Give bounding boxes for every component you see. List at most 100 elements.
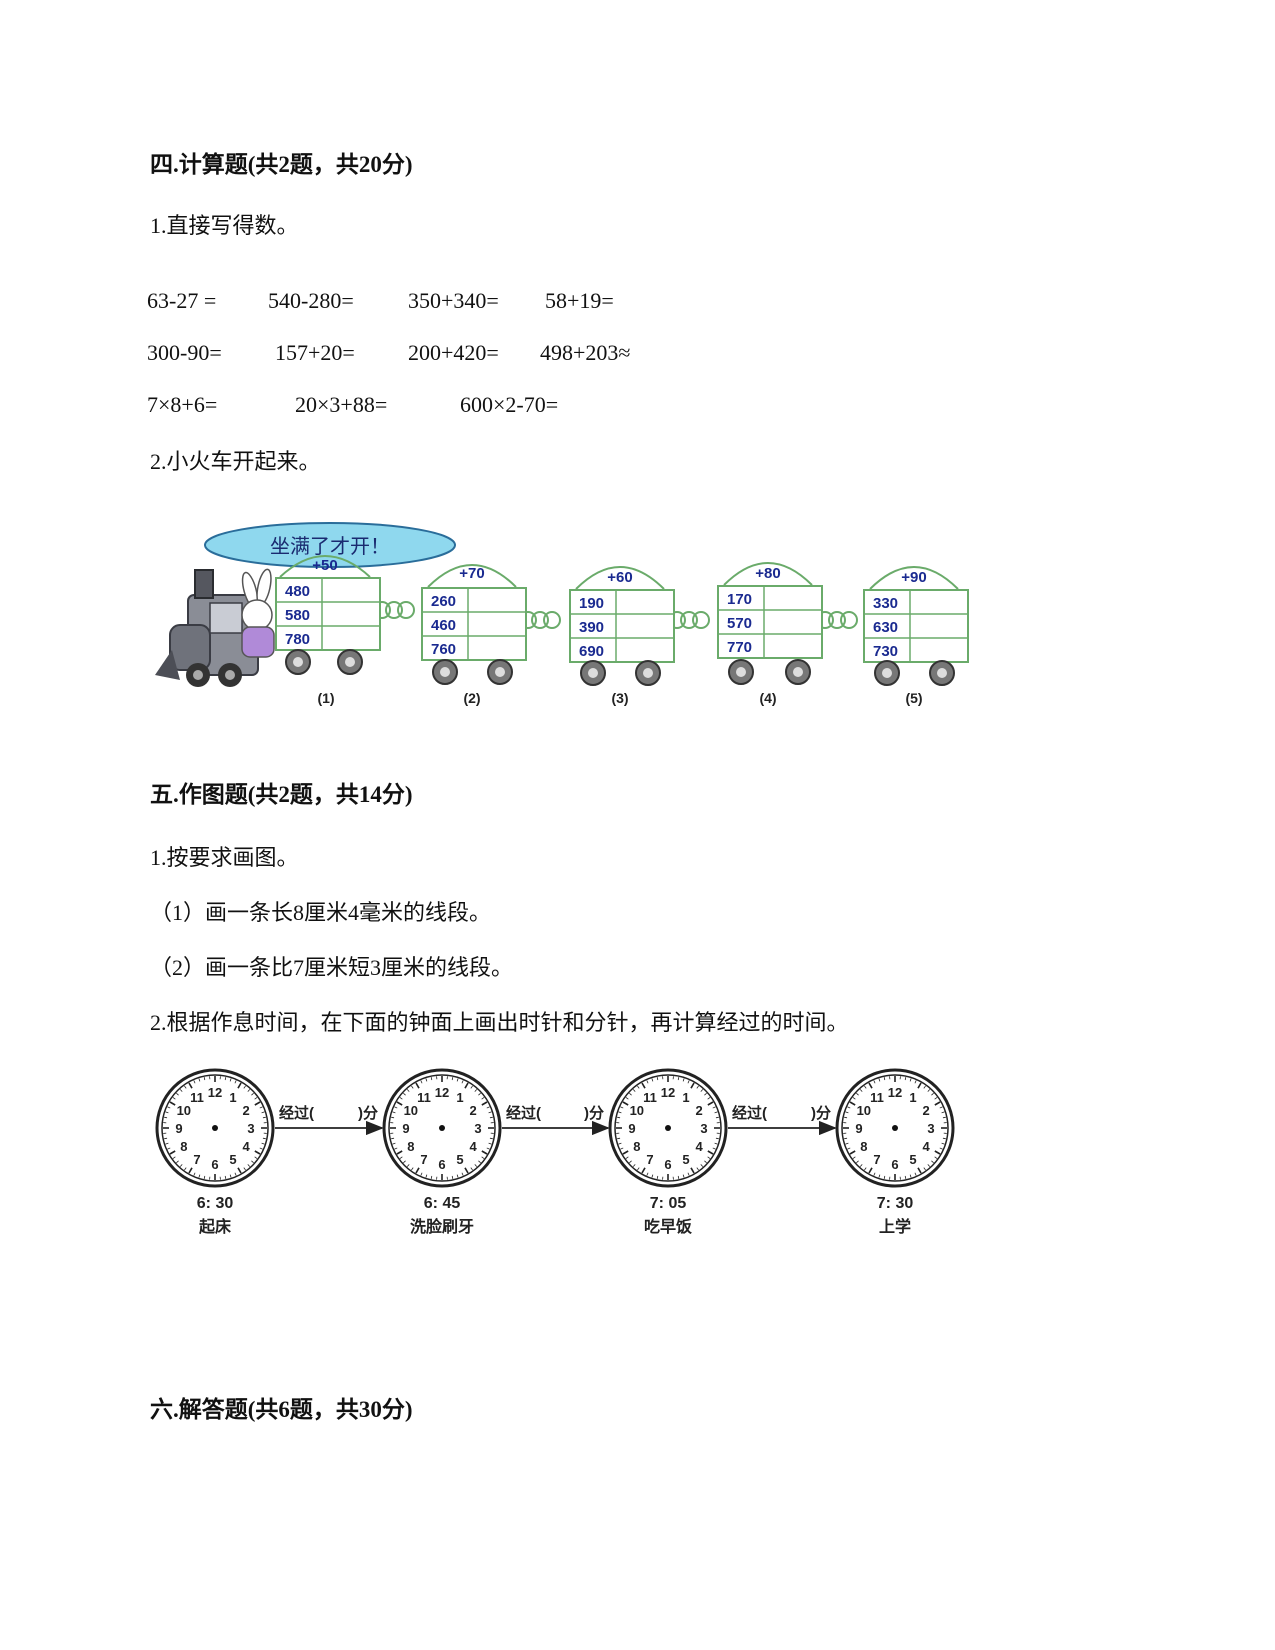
clock-tick — [254, 1156, 258, 1159]
calc-item: 20×3+88= — [295, 392, 388, 417]
clock-tick — [934, 1097, 938, 1100]
clock-tick — [420, 1172, 423, 1176]
car-value: 770 — [727, 639, 752, 656]
clock-tick — [939, 1106, 943, 1109]
clock-tick — [927, 1164, 931, 1167]
clock-tick — [415, 1167, 420, 1174]
clock-center-dot — [892, 1125, 898, 1131]
clock-tick — [169, 1101, 176, 1106]
clock-tick — [394, 1147, 398, 1150]
clock-time-label: 7: 05 — [650, 1195, 687, 1212]
clock-number: 12 — [208, 1085, 222, 1100]
clock-number: 8 — [407, 1139, 414, 1154]
clock-number: 1 — [682, 1090, 689, 1105]
clock-tick — [637, 1167, 640, 1171]
clock-tick — [909, 1078, 912, 1082]
clock-tick — [415, 1082, 420, 1089]
clock-tick — [451, 1077, 454, 1081]
clock-tick — [488, 1111, 492, 1114]
clock-rim — [161, 1074, 269, 1182]
clock-number: 4 — [470, 1139, 478, 1154]
clock-number: 9 — [402, 1121, 409, 1136]
clock-tick — [403, 1160, 406, 1164]
clock-number: 3 — [247, 1121, 254, 1136]
clock-tick — [188, 1082, 193, 1089]
elapsed-arrow: 经过()分 — [502, 1104, 610, 1136]
clock-tick — [403, 1092, 406, 1096]
clock-tick — [868, 1082, 873, 1089]
elapsed-label-left: 经过( — [732, 1104, 767, 1122]
clock-tick — [489, 1137, 493, 1140]
clock-tick — [712, 1147, 716, 1150]
clock-tick — [629, 1092, 632, 1096]
clock-tick — [254, 1097, 258, 1100]
calc-item: 540-280= — [268, 288, 354, 313]
car-value: 390 — [579, 619, 604, 636]
clock-tick — [637, 1085, 640, 1089]
clock-tick — [844, 1116, 848, 1119]
clock-tick — [942, 1137, 946, 1140]
clock-tick — [478, 1160, 481, 1164]
clock-tick — [247, 1089, 251, 1092]
clock-tick — [632, 1164, 636, 1167]
clock-number: 10 — [630, 1103, 644, 1118]
car-value: 460 — [431, 617, 456, 634]
clock-tick — [456, 1174, 459, 1178]
clock-number: 6 — [891, 1157, 898, 1172]
clock-time-label: 6: 30 — [197, 1195, 234, 1212]
clock-tick — [392, 1142, 396, 1145]
clock-tick — [844, 1137, 848, 1140]
clock-tick — [261, 1142, 265, 1145]
clock-tick — [682, 1078, 685, 1082]
clock-tick — [188, 1167, 193, 1174]
clock-rim — [841, 1074, 949, 1182]
clock-tick — [625, 1097, 629, 1100]
clock-tick — [399, 1156, 403, 1159]
clock-tick — [164, 1116, 168, 1119]
car-value: 260 — [431, 593, 456, 610]
car-value: 580 — [285, 607, 310, 624]
clock-number: 7 — [646, 1152, 653, 1167]
clock-number: 1 — [229, 1090, 236, 1105]
elapsed-arrow: 经过()分 — [275, 1104, 384, 1136]
car-label: (5) — [905, 690, 922, 706]
clock-tick — [481, 1097, 485, 1100]
clock-tick — [847, 1106, 851, 1109]
car-operator: +50 — [312, 557, 337, 574]
car-value: 190 — [579, 595, 604, 612]
clock-tick — [690, 1167, 695, 1174]
clock-tick — [914, 1080, 917, 1084]
car-value: 730 — [873, 643, 898, 660]
question-1b-text: （2）画一条比7厘米短3厘米的线段。 — [150, 955, 514, 980]
clock-tick — [198, 1174, 201, 1178]
clock-number: 6 — [438, 1157, 445, 1172]
clock-tick — [456, 1078, 459, 1082]
clock-tick — [391, 1137, 395, 1140]
car-operator: +60 — [607, 569, 632, 586]
question-2-text: 2.根据作息时间，在下面的钟面上画出时针和分针，再计算经过的时间。 — [150, 1010, 849, 1035]
clock-time-label: 6: 45 — [424, 1195, 461, 1212]
clock-tick — [464, 1167, 469, 1174]
clock-tick — [868, 1167, 873, 1174]
clock-tick — [251, 1092, 254, 1096]
clock-number: 7 — [420, 1152, 427, 1167]
clock-tick — [859, 1164, 863, 1167]
clock-tick — [847, 1147, 851, 1150]
clock-tick — [254, 1101, 261, 1106]
calc-item: 7×8+6= — [147, 392, 218, 417]
clock-tick — [864, 1085, 867, 1089]
car-value: 760 — [431, 641, 456, 658]
clock-tick — [617, 1137, 621, 1140]
car-value: 330 — [873, 595, 898, 612]
car-label: (2) — [463, 690, 480, 706]
clock-tick — [696, 1085, 699, 1089]
clock-number: 5 — [682, 1152, 689, 1167]
clock-tick — [904, 1077, 907, 1081]
clock-number: 7 — [193, 1152, 200, 1167]
clock-tick — [632, 1089, 636, 1092]
clock-tick — [411, 1085, 414, 1089]
clock-tick — [176, 1092, 179, 1096]
clock-event-label: 上学 — [879, 1217, 911, 1236]
clock-tick — [704, 1092, 707, 1096]
